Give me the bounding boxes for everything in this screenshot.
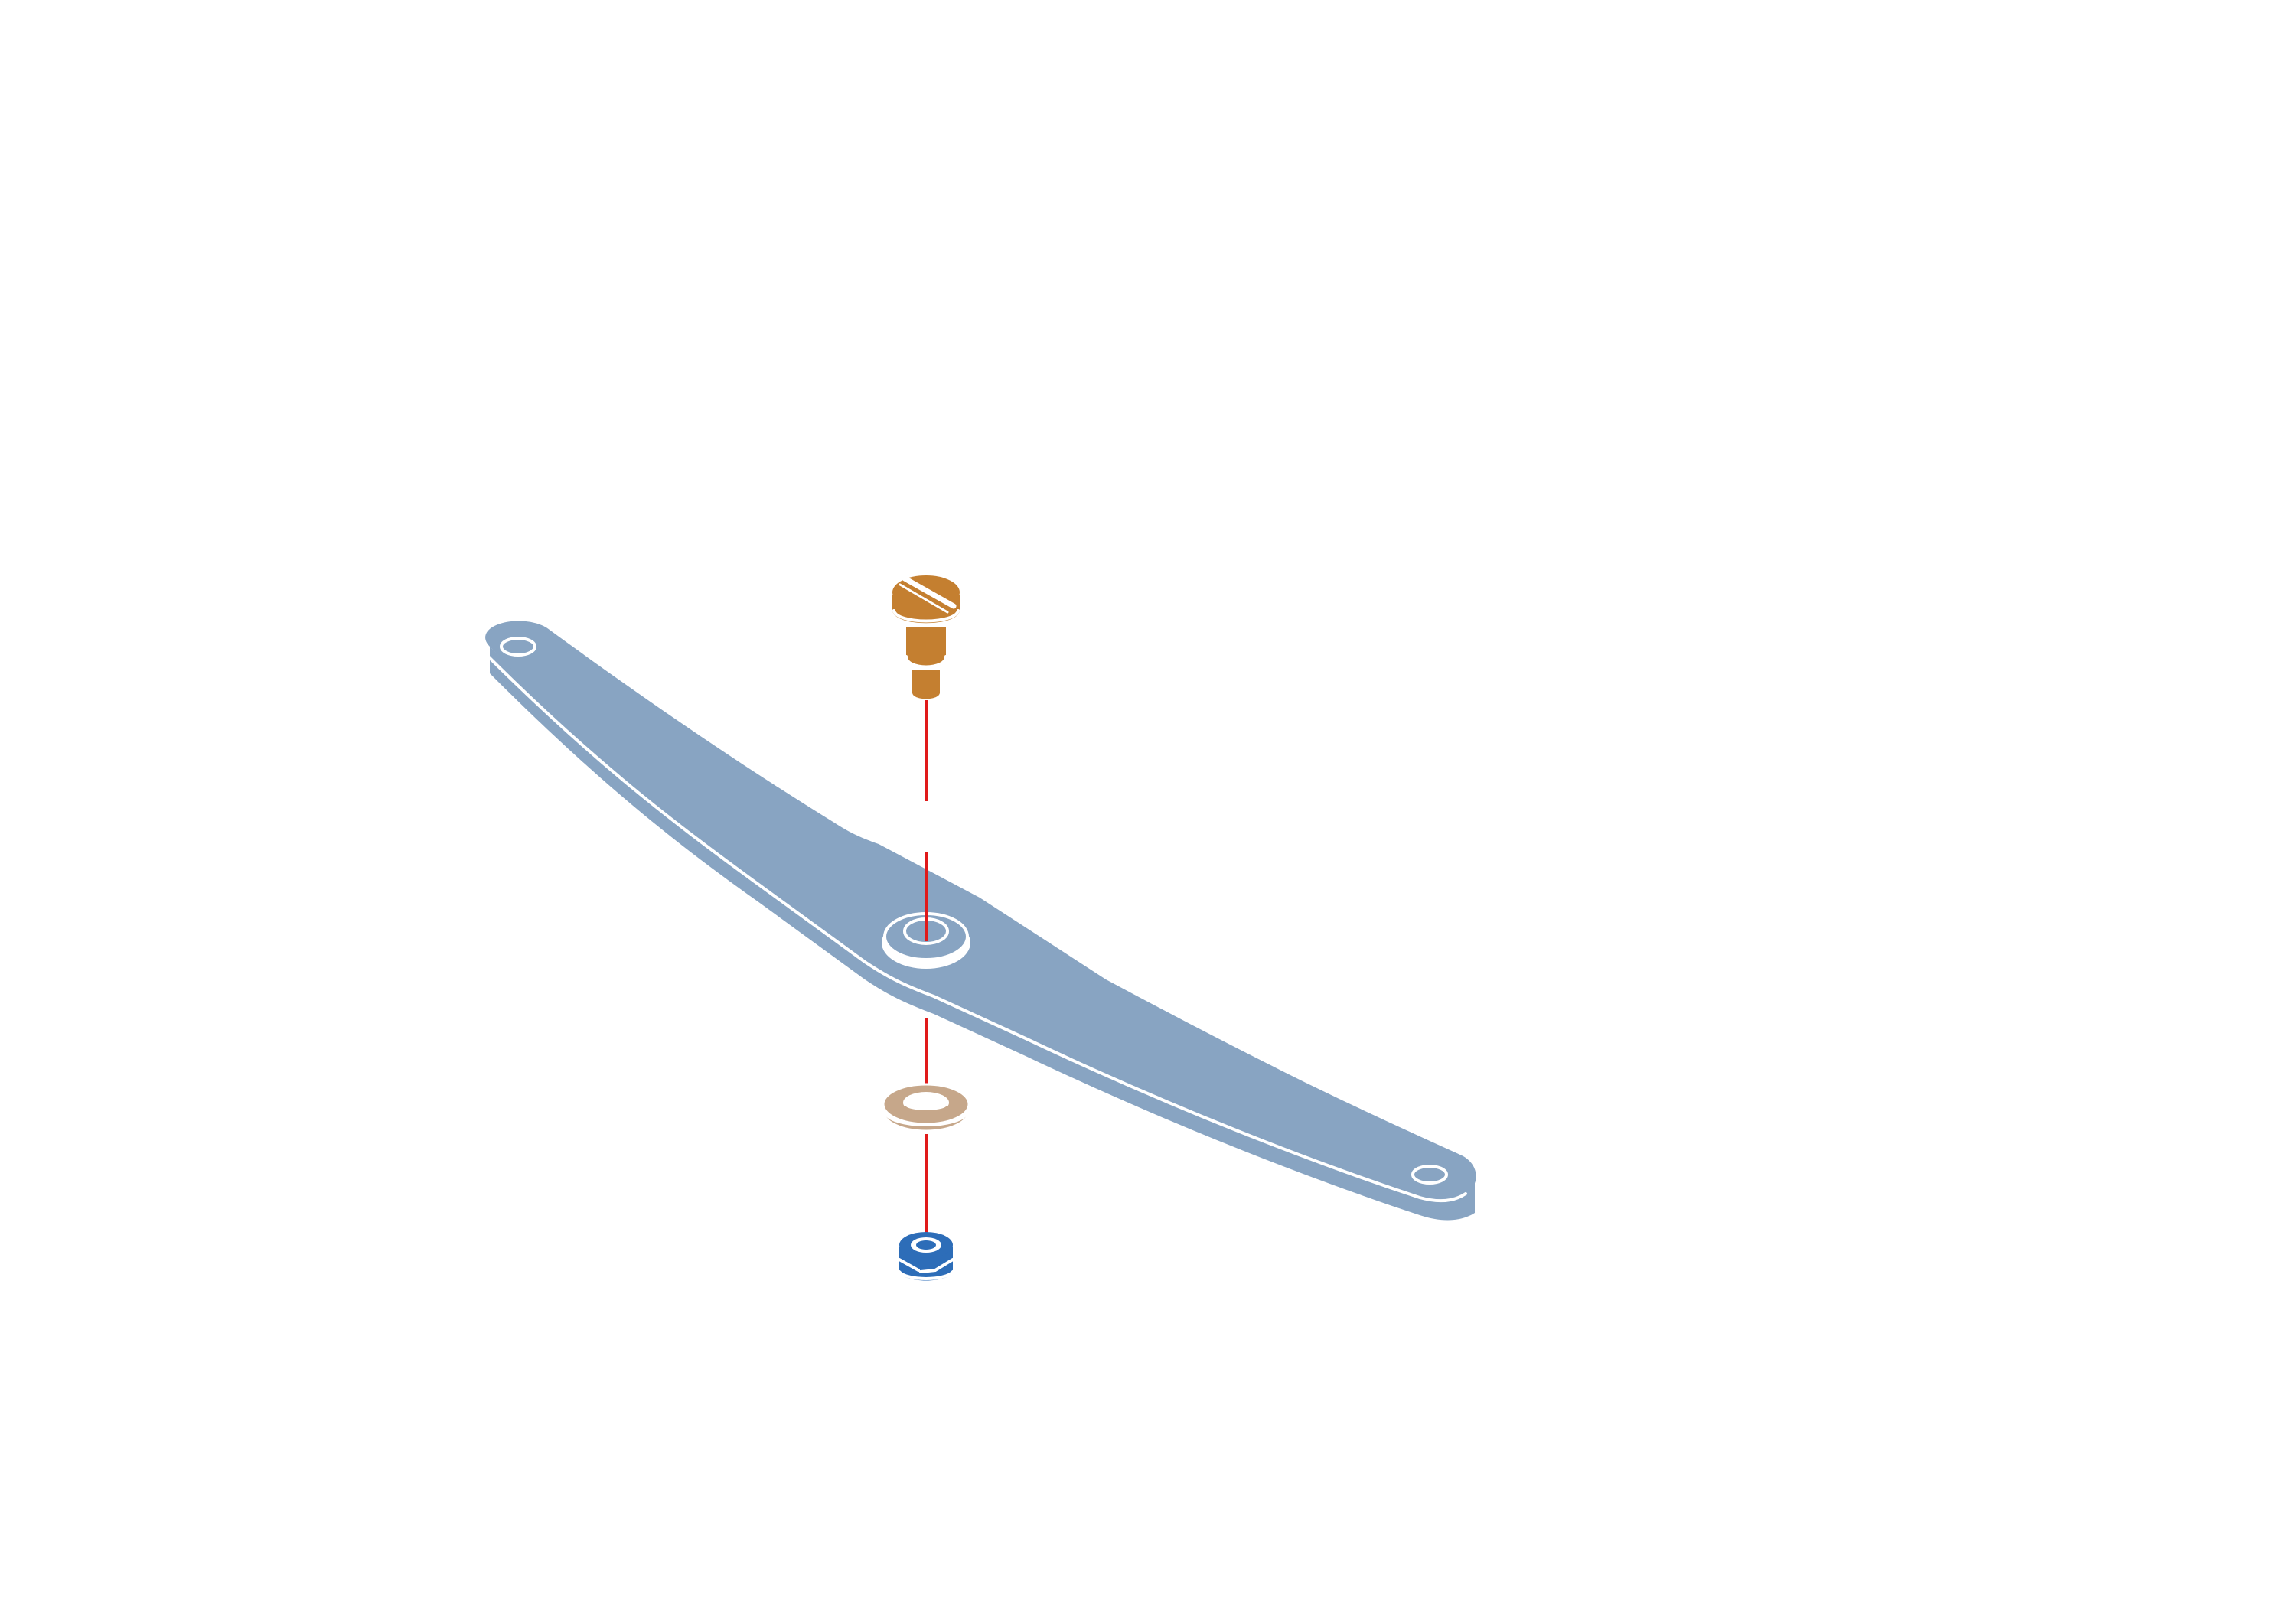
rocker-arm-edge-line <box>482 650 1467 1203</box>
arm-hole-right <box>1411 1165 1448 1185</box>
washer-icon <box>882 1083 970 1133</box>
arm-hole-left <box>500 637 536 657</box>
slotted-screw-icon <box>892 575 960 699</box>
hex-nut-icon <box>898 1232 954 1281</box>
rocker-arm-top <box>485 621 1476 1197</box>
rocker-arm-icon <box>482 621 1476 1221</box>
